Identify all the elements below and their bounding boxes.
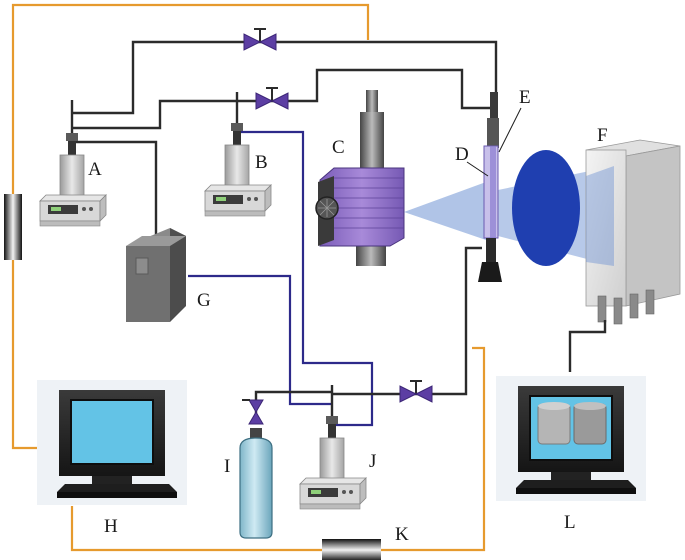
camera-icon	[568, 139, 681, 372]
water-lines	[188, 130, 374, 427]
sample-cell-icon	[478, 92, 502, 282]
gas-line-a-top	[72, 40, 498, 115]
signal-lines	[11, 3, 486, 552]
label-f: F	[597, 125, 608, 146]
beam-on-camera	[586, 166, 614, 266]
signal-line-k-to-d	[381, 346, 486, 552]
label-d: D	[455, 144, 469, 165]
lens-icon	[512, 150, 580, 266]
label-h: H	[104, 516, 118, 537]
sensor-k-icon	[322, 539, 381, 560]
cylinder-valve-icon[interactable]	[248, 399, 264, 425]
gas-line-b-valve-to-e	[237, 68, 492, 110]
label-l: L	[564, 512, 576, 533]
valve-icon[interactable]	[399, 380, 433, 403]
label-c: C	[332, 137, 345, 158]
valve-icon[interactable]	[255, 87, 289, 110]
label-b: B	[255, 152, 268, 173]
label-k: K	[395, 524, 409, 545]
signal-line-h-to-top	[11, 3, 370, 450]
water-line-g-to-j	[188, 274, 332, 406]
gas-line-a-b	[72, 99, 237, 130]
lamp-icon	[315, 90, 405, 266]
signal-line-h-to-k	[70, 506, 322, 552]
computer-h-icon	[36, 379, 188, 506]
light-beam	[404, 182, 486, 240]
label-j: J	[369, 451, 376, 472]
sensor-icon	[4, 194, 22, 260]
gas-line-i-to-j	[254, 390, 332, 420]
label-i: I	[224, 456, 230, 477]
pump-j-icon	[299, 415, 367, 510]
label-a: A	[88, 159, 102, 180]
gas-line-j-to-d	[332, 246, 482, 396]
computer-l-icon	[495, 375, 647, 502]
controller-box-icon	[126, 228, 186, 322]
labels: A B C D E F G H I J K L	[88, 87, 608, 545]
label-e: E	[519, 87, 531, 108]
valve-icon[interactable]	[243, 28, 277, 51]
gas-line-a-g	[72, 140, 158, 235]
water-line-b-to-i	[239, 130, 374, 427]
label-g: G	[197, 290, 211, 311]
gas-cylinder-icon	[239, 428, 273, 539]
leader-line-d	[466, 161, 489, 177]
leader-line-e	[498, 107, 522, 153]
